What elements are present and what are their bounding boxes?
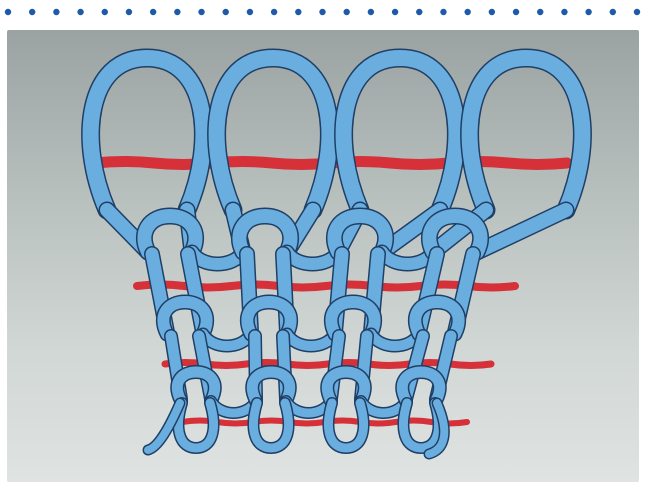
dot-17 xyxy=(391,8,399,16)
dot-25 xyxy=(585,8,592,16)
knit-structure-diagram xyxy=(81,48,592,460)
dot-9 xyxy=(198,8,205,16)
dot-10 xyxy=(222,8,229,16)
dot-1 xyxy=(4,8,12,16)
dot-3 xyxy=(53,8,60,16)
yarn-end-left xyxy=(142,397,186,456)
dot-18 xyxy=(416,8,423,16)
dot-24 xyxy=(561,8,568,16)
dot-11 xyxy=(246,8,254,16)
interlocking-loop-r2-c2 xyxy=(239,294,299,342)
dot-22 xyxy=(512,8,520,16)
interlocking-loop-r3-c2 xyxy=(245,365,297,408)
bottom-loop-3 xyxy=(322,397,370,454)
dot-21 xyxy=(488,8,496,16)
dot-8 xyxy=(174,8,181,16)
bottom-loop-4 xyxy=(397,397,445,454)
top-loop-2 xyxy=(207,48,339,220)
dot-13 xyxy=(295,8,302,16)
interlocking-loop-r2-c4 xyxy=(407,294,467,342)
decorative-dot-row xyxy=(4,8,641,16)
top-loop-1 xyxy=(81,48,213,220)
bottom-loop-2 xyxy=(247,397,295,454)
bottom-loop-1 xyxy=(172,397,220,454)
interlocking-loop-r3-c1 xyxy=(170,365,222,408)
dot-5 xyxy=(101,8,108,16)
interlocking-loop-r3-c4 xyxy=(395,365,447,408)
dot-26 xyxy=(609,8,617,16)
dot-23 xyxy=(537,8,544,16)
interlocking-loop-r3-c3 xyxy=(320,365,372,408)
dot-27 xyxy=(633,8,641,16)
interlocking-loop-r1-c2 xyxy=(230,207,300,261)
yarn-end-right xyxy=(423,397,450,460)
top-loop-3 xyxy=(334,48,466,220)
dot-14 xyxy=(319,8,326,16)
interlocking-loop-r1-c1 xyxy=(135,207,205,261)
dot-15 xyxy=(343,8,350,16)
dot-20 xyxy=(464,8,471,16)
interlocking-loop-r2-c1 xyxy=(155,294,215,342)
top-loop-4 xyxy=(460,48,592,220)
interlocking-loop-r1-c3 xyxy=(325,207,395,261)
loop-yarn-layer xyxy=(81,48,592,460)
dot-19 xyxy=(440,8,447,16)
dot-12 xyxy=(270,8,278,16)
dot-7 xyxy=(149,8,157,16)
illustration-panel xyxy=(7,30,639,482)
interlocking-loop-r2-c3 xyxy=(323,294,383,342)
interlocking-loop-r1-c4 xyxy=(420,207,490,261)
loop-leg-r-4 xyxy=(468,201,575,261)
dot-4 xyxy=(77,8,84,16)
dot-16 xyxy=(367,8,375,16)
dot-6 xyxy=(125,8,133,16)
dot-2 xyxy=(28,8,36,16)
